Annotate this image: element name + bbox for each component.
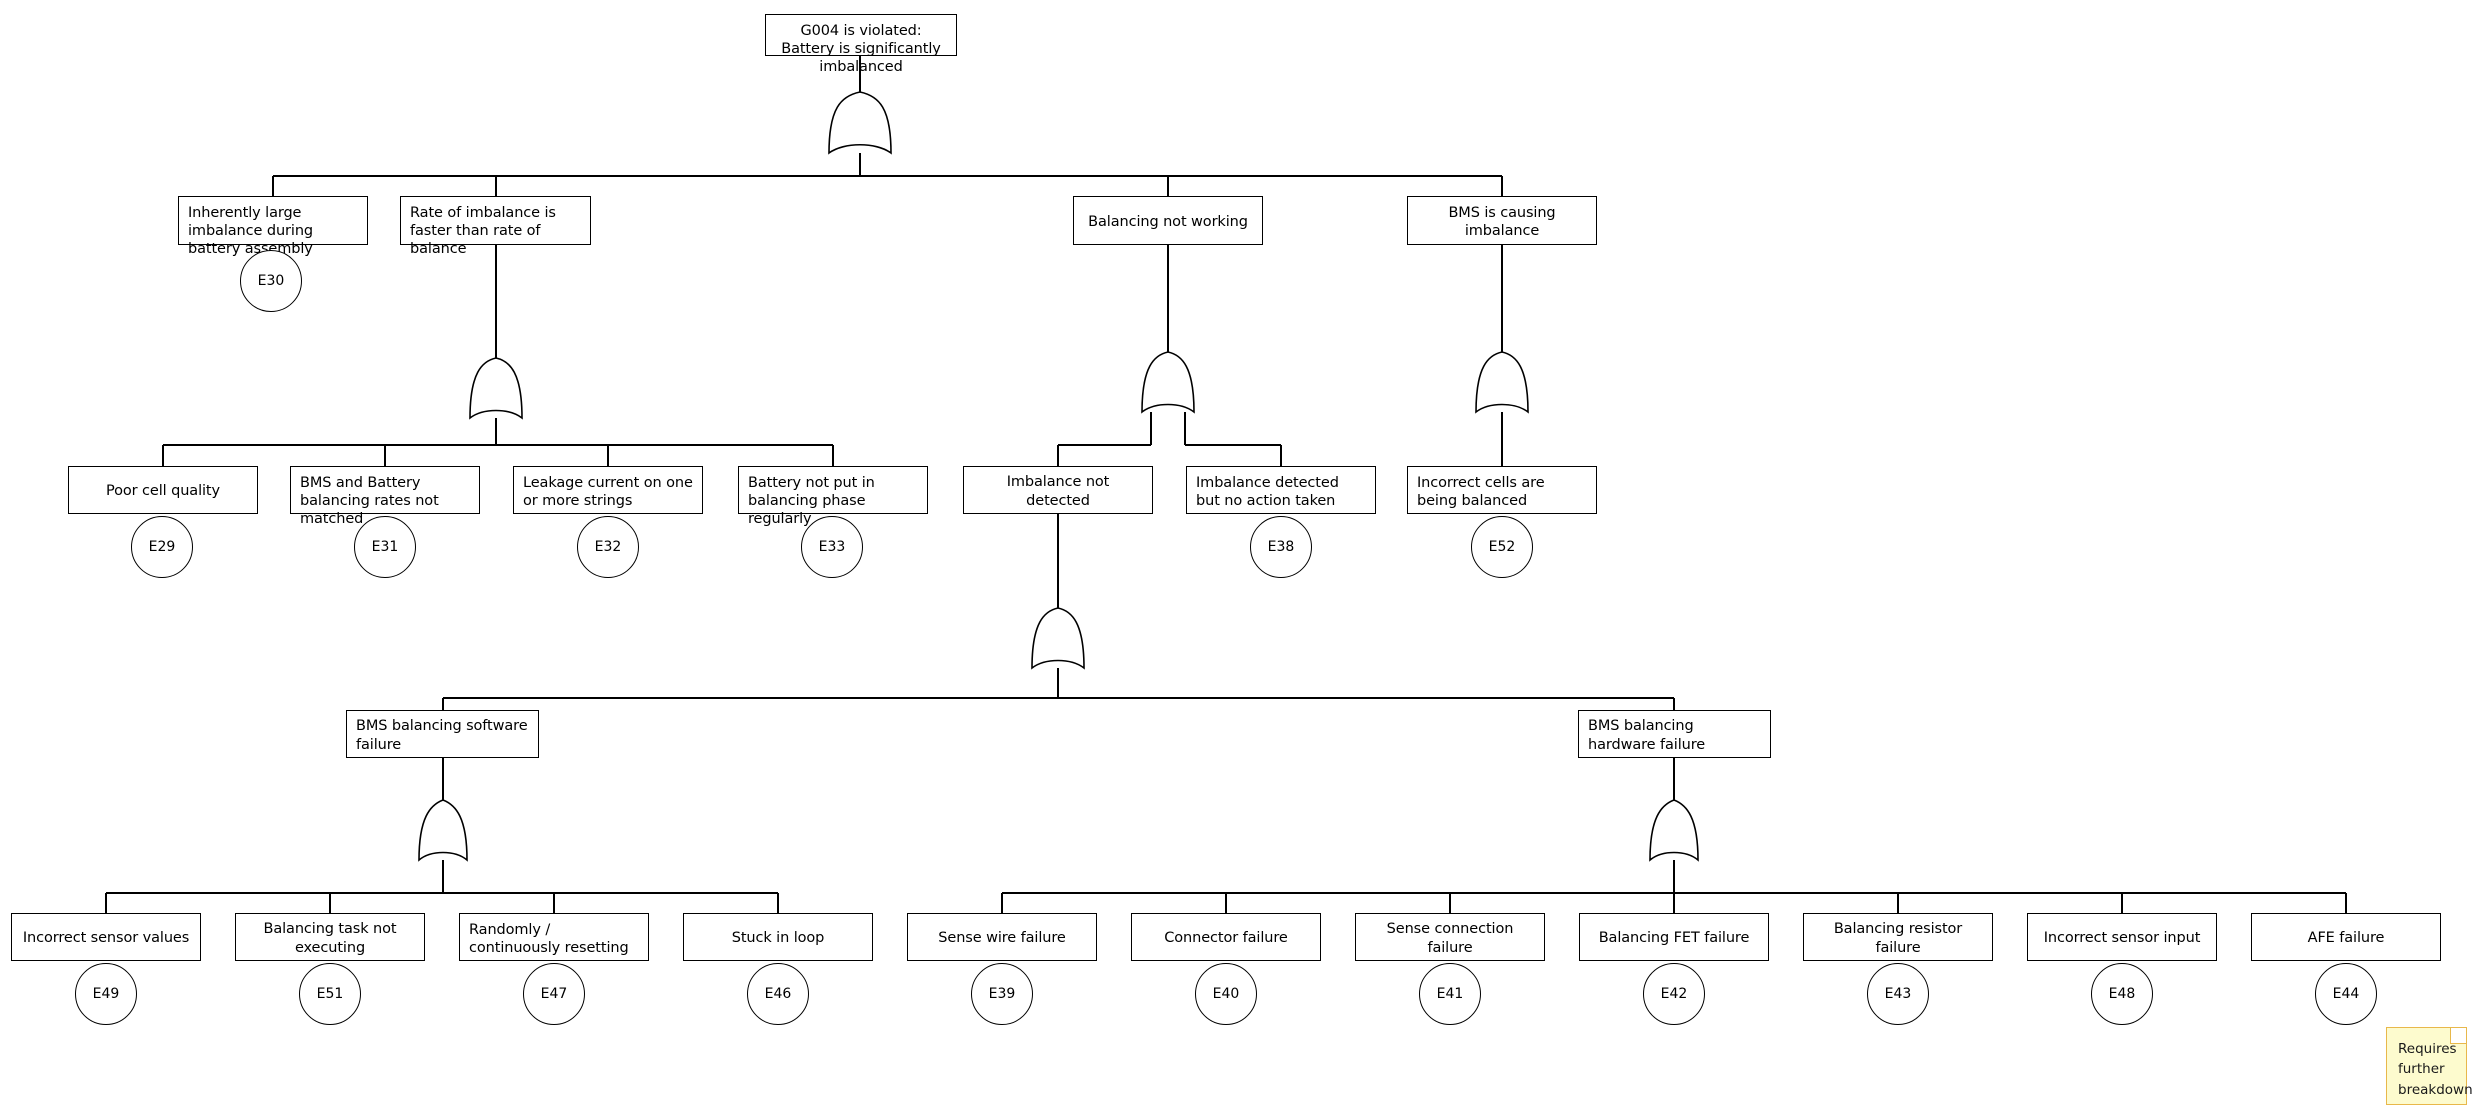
- event-id: E33: [818, 539, 846, 555]
- event-id: E32: [594, 539, 622, 555]
- event-circle-E43[interactable]: E43: [1867, 963, 1929, 1025]
- or-gate-top: [828, 91, 892, 155]
- node-sense-wire-failure[interactable]: Sense wire failure: [907, 913, 1097, 961]
- node-label: Stuck in loop: [731, 930, 825, 947]
- node-label: BMS balancing hardware failure: [1588, 718, 1706, 753]
- node-label: Sense wire failure: [938, 930, 1066, 947]
- event-circle-E33[interactable]: E33: [801, 516, 863, 578]
- event-id: E31: [371, 539, 399, 555]
- node-label: Imbalance detected but no action taken: [1196, 475, 1339, 510]
- event-id: E46: [764, 986, 792, 1002]
- or-gate-balancing-not-working: [1141, 351, 1195, 414]
- node-leakage-current[interactable]: Leakage current on one or more strings: [513, 466, 703, 514]
- node-imbalance-not-detected[interactable]: Imbalance not detected: [963, 466, 1153, 514]
- node-label: Sense connection failure: [1386, 921, 1514, 956]
- event-id: E30: [257, 273, 285, 289]
- node-balancing-not-working[interactable]: Balancing not working: [1073, 196, 1263, 245]
- node-connector-failure[interactable]: Connector failure: [1131, 913, 1321, 961]
- or-gate-imbalance-not-detected: [1031, 607, 1085, 670]
- node-label: AFE failure: [2307, 930, 2385, 947]
- node-bms-causing-imbalance[interactable]: BMS is causing imbalance: [1407, 196, 1597, 245]
- node-label: Rate of imbalance is faster than rate of…: [410, 205, 556, 258]
- event-id: E48: [2108, 986, 2136, 1002]
- event-circle-E52[interactable]: E52: [1471, 516, 1533, 578]
- event-circle-E46[interactable]: E46: [747, 963, 809, 1025]
- event-circle-E30[interactable]: E30: [240, 250, 302, 312]
- node-label: Imbalance not detected: [1006, 474, 1110, 509]
- node-label: Balancing resistor failure: [1833, 921, 1963, 956]
- event-id: E42: [1660, 986, 1688, 1002]
- or-gate-bms-causing-imbalance: [1475, 351, 1529, 414]
- event-circle-E39[interactable]: E39: [971, 963, 1033, 1025]
- node-balancing-task-not-executing[interactable]: Balancing task not executing: [235, 913, 425, 961]
- node-label: Incorrect sensor values: [22, 930, 190, 947]
- node-label: Incorrect sensor input: [2043, 930, 2201, 947]
- node-label: BMS is causing imbalance: [1448, 204, 1556, 239]
- node-randomly-resetting[interactable]: Randomly / continuously resetting: [459, 913, 649, 961]
- node-inherently-large-imbalance[interactable]: Inherently large imbalance during batter…: [178, 196, 368, 257]
- node-label: BMS balancing software failure: [356, 718, 528, 753]
- or-gate-bms-hardware-failure: [1649, 799, 1699, 862]
- event-circle-E41[interactable]: E41: [1419, 963, 1481, 1025]
- or-gate-bms-software-failure: [418, 799, 468, 862]
- node-label: G004 is violated: Battery is significant…: [781, 23, 941, 76]
- node-label: Balancing not working: [1088, 213, 1248, 230]
- event-id: E51: [316, 986, 344, 1002]
- event-circle-E49[interactable]: E49: [75, 963, 137, 1025]
- node-label: Balancing FET failure: [1598, 930, 1750, 947]
- node-label: BMS and Battery balancing rates not matc…: [300, 475, 439, 528]
- node-incorrect-cells-balanced[interactable]: Incorrect cells are being balanced: [1407, 466, 1597, 514]
- sticky-note-fold-icon: [2450, 1028, 2466, 1044]
- node-label: Poor cell quality: [105, 483, 220, 500]
- node-no-balancing-phase[interactable]: Battery not put in balancing phase regul…: [738, 466, 928, 527]
- node-label: Leakage current on one or more strings: [523, 475, 693, 510]
- node-imbalance-detected-no-action[interactable]: Imbalance detected but no action taken: [1186, 466, 1376, 514]
- node-label: Balancing task not executing: [263, 921, 397, 956]
- node-label: Incorrect cells are being balanced: [1417, 475, 1545, 510]
- node-label: Connector failure: [1164, 930, 1288, 947]
- event-id: E49: [92, 986, 120, 1002]
- node-poor-cell-quality[interactable]: Poor cell quality: [68, 466, 258, 514]
- event-circle-E44[interactable]: E44: [2315, 963, 2377, 1025]
- event-id: E41: [1436, 986, 1464, 1002]
- node-rate-of-imbalance[interactable]: Rate of imbalance is faster than rate of…: [400, 196, 591, 257]
- node-bms-balancing-software-failure[interactable]: BMS balancing software failure: [346, 710, 539, 758]
- event-circle-E51[interactable]: E51: [299, 963, 361, 1025]
- event-id: E40: [1212, 986, 1240, 1002]
- node-afe-failure[interactable]: AFE failure: [2251, 913, 2441, 961]
- event-id: E44: [2332, 986, 2360, 1002]
- node-balancing-fet-failure[interactable]: Balancing FET failure: [1579, 913, 1769, 961]
- event-circle-E48[interactable]: E48: [2091, 963, 2153, 1025]
- event-id: E43: [1884, 986, 1912, 1002]
- node-incorrect-sensor-values[interactable]: Incorrect sensor values: [11, 913, 201, 961]
- node-sense-connection-failure[interactable]: Sense connection failure: [1355, 913, 1545, 961]
- node-top-event[interactable]: G004 is violated: Battery is significant…: [765, 14, 957, 75]
- node-balancing-rates-not-matched[interactable]: BMS and Battery balancing rates not matc…: [290, 466, 480, 527]
- node-stuck-in-loop[interactable]: Stuck in loop: [683, 913, 873, 961]
- event-id: E39: [988, 986, 1016, 1002]
- node-balancing-resistor-failure[interactable]: Balancing resistor failure: [1803, 913, 1993, 961]
- event-id: E47: [540, 986, 568, 1002]
- event-id: E38: [1267, 539, 1295, 555]
- node-label: Battery not put in balancing phase regul…: [748, 475, 875, 528]
- or-gate-rate-of-imbalance: [469, 357, 523, 420]
- event-circle-E47[interactable]: E47: [523, 963, 585, 1025]
- event-circle-E38[interactable]: E38: [1250, 516, 1312, 578]
- event-circle-E31[interactable]: E31: [354, 516, 416, 578]
- event-id: E52: [1488, 539, 1516, 555]
- node-label: Randomly / continuously resetting: [469, 922, 629, 957]
- event-circle-E32[interactable]: E32: [577, 516, 639, 578]
- event-circle-E29[interactable]: E29: [131, 516, 193, 578]
- sticky-note-requires-further-breakdown[interactable]: Requires further breakdown: [2386, 1027, 2473, 1105]
- event-id: E29: [148, 539, 176, 555]
- sticky-note-text: Requires further breakdown: [2398, 1041, 2473, 1098]
- event-circle-E42[interactable]: E42: [1643, 963, 1705, 1025]
- node-bms-balancing-hardware-failure[interactable]: BMS balancing hardware failure: [1578, 710, 1771, 758]
- node-incorrect-sensor-input[interactable]: Incorrect sensor input: [2027, 913, 2217, 961]
- event-circle-E40[interactable]: E40: [1195, 963, 1257, 1025]
